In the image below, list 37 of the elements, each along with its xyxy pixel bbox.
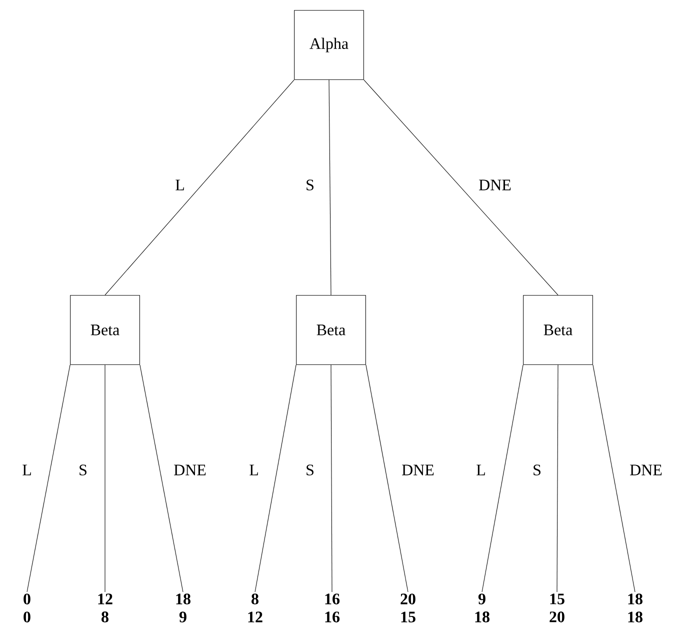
payoff-text: 15 20 <box>550 594 564 622</box>
edge-label: S <box>304 178 316 192</box>
edge-label: DNE <box>172 463 208 477</box>
branch-line <box>330 364 332 592</box>
branch-line <box>482 364 524 592</box>
edge-label: DNE <box>477 178 513 192</box>
payoff-text: 20 15 <box>400 594 416 622</box>
edge-label: DNE <box>400 463 436 477</box>
branch-line <box>104 364 106 592</box>
branch-line <box>140 364 184 592</box>
branch-line <box>364 80 558 296</box>
edge-label: L <box>248 463 260 477</box>
payoff-text: 9 18 <box>475 594 490 622</box>
payoff-text: 0 0 <box>24 594 30 622</box>
edge-label: DNE <box>628 463 664 477</box>
branch-line <box>104 80 294 296</box>
edge-label: S <box>304 463 316 477</box>
branch-line <box>254 364 296 592</box>
payoff-text: 16 16 <box>325 594 340 622</box>
player-box: Beta <box>70 295 140 365</box>
edge-label: L <box>174 178 186 192</box>
edge-label: S <box>531 463 543 477</box>
branch-line <box>328 80 332 296</box>
player-box: Alpha <box>294 10 364 80</box>
branch-line <box>26 364 70 592</box>
payoff-text: 18 18 <box>628 594 642 622</box>
payoff-text: 8 12 <box>248 594 262 622</box>
payoff-text: 18 9 <box>176 594 190 622</box>
edge-label: S <box>77 463 89 477</box>
player-box: Beta <box>296 295 366 365</box>
payoff-text: 12 8 <box>98 594 112 622</box>
branch-line <box>556 364 558 592</box>
branch-line <box>366 364 408 592</box>
edge-label: L <box>474 463 488 477</box>
edge-label: L <box>20 463 34 477</box>
branch-line <box>592 364 636 592</box>
player-box: Beta <box>523 295 593 365</box>
